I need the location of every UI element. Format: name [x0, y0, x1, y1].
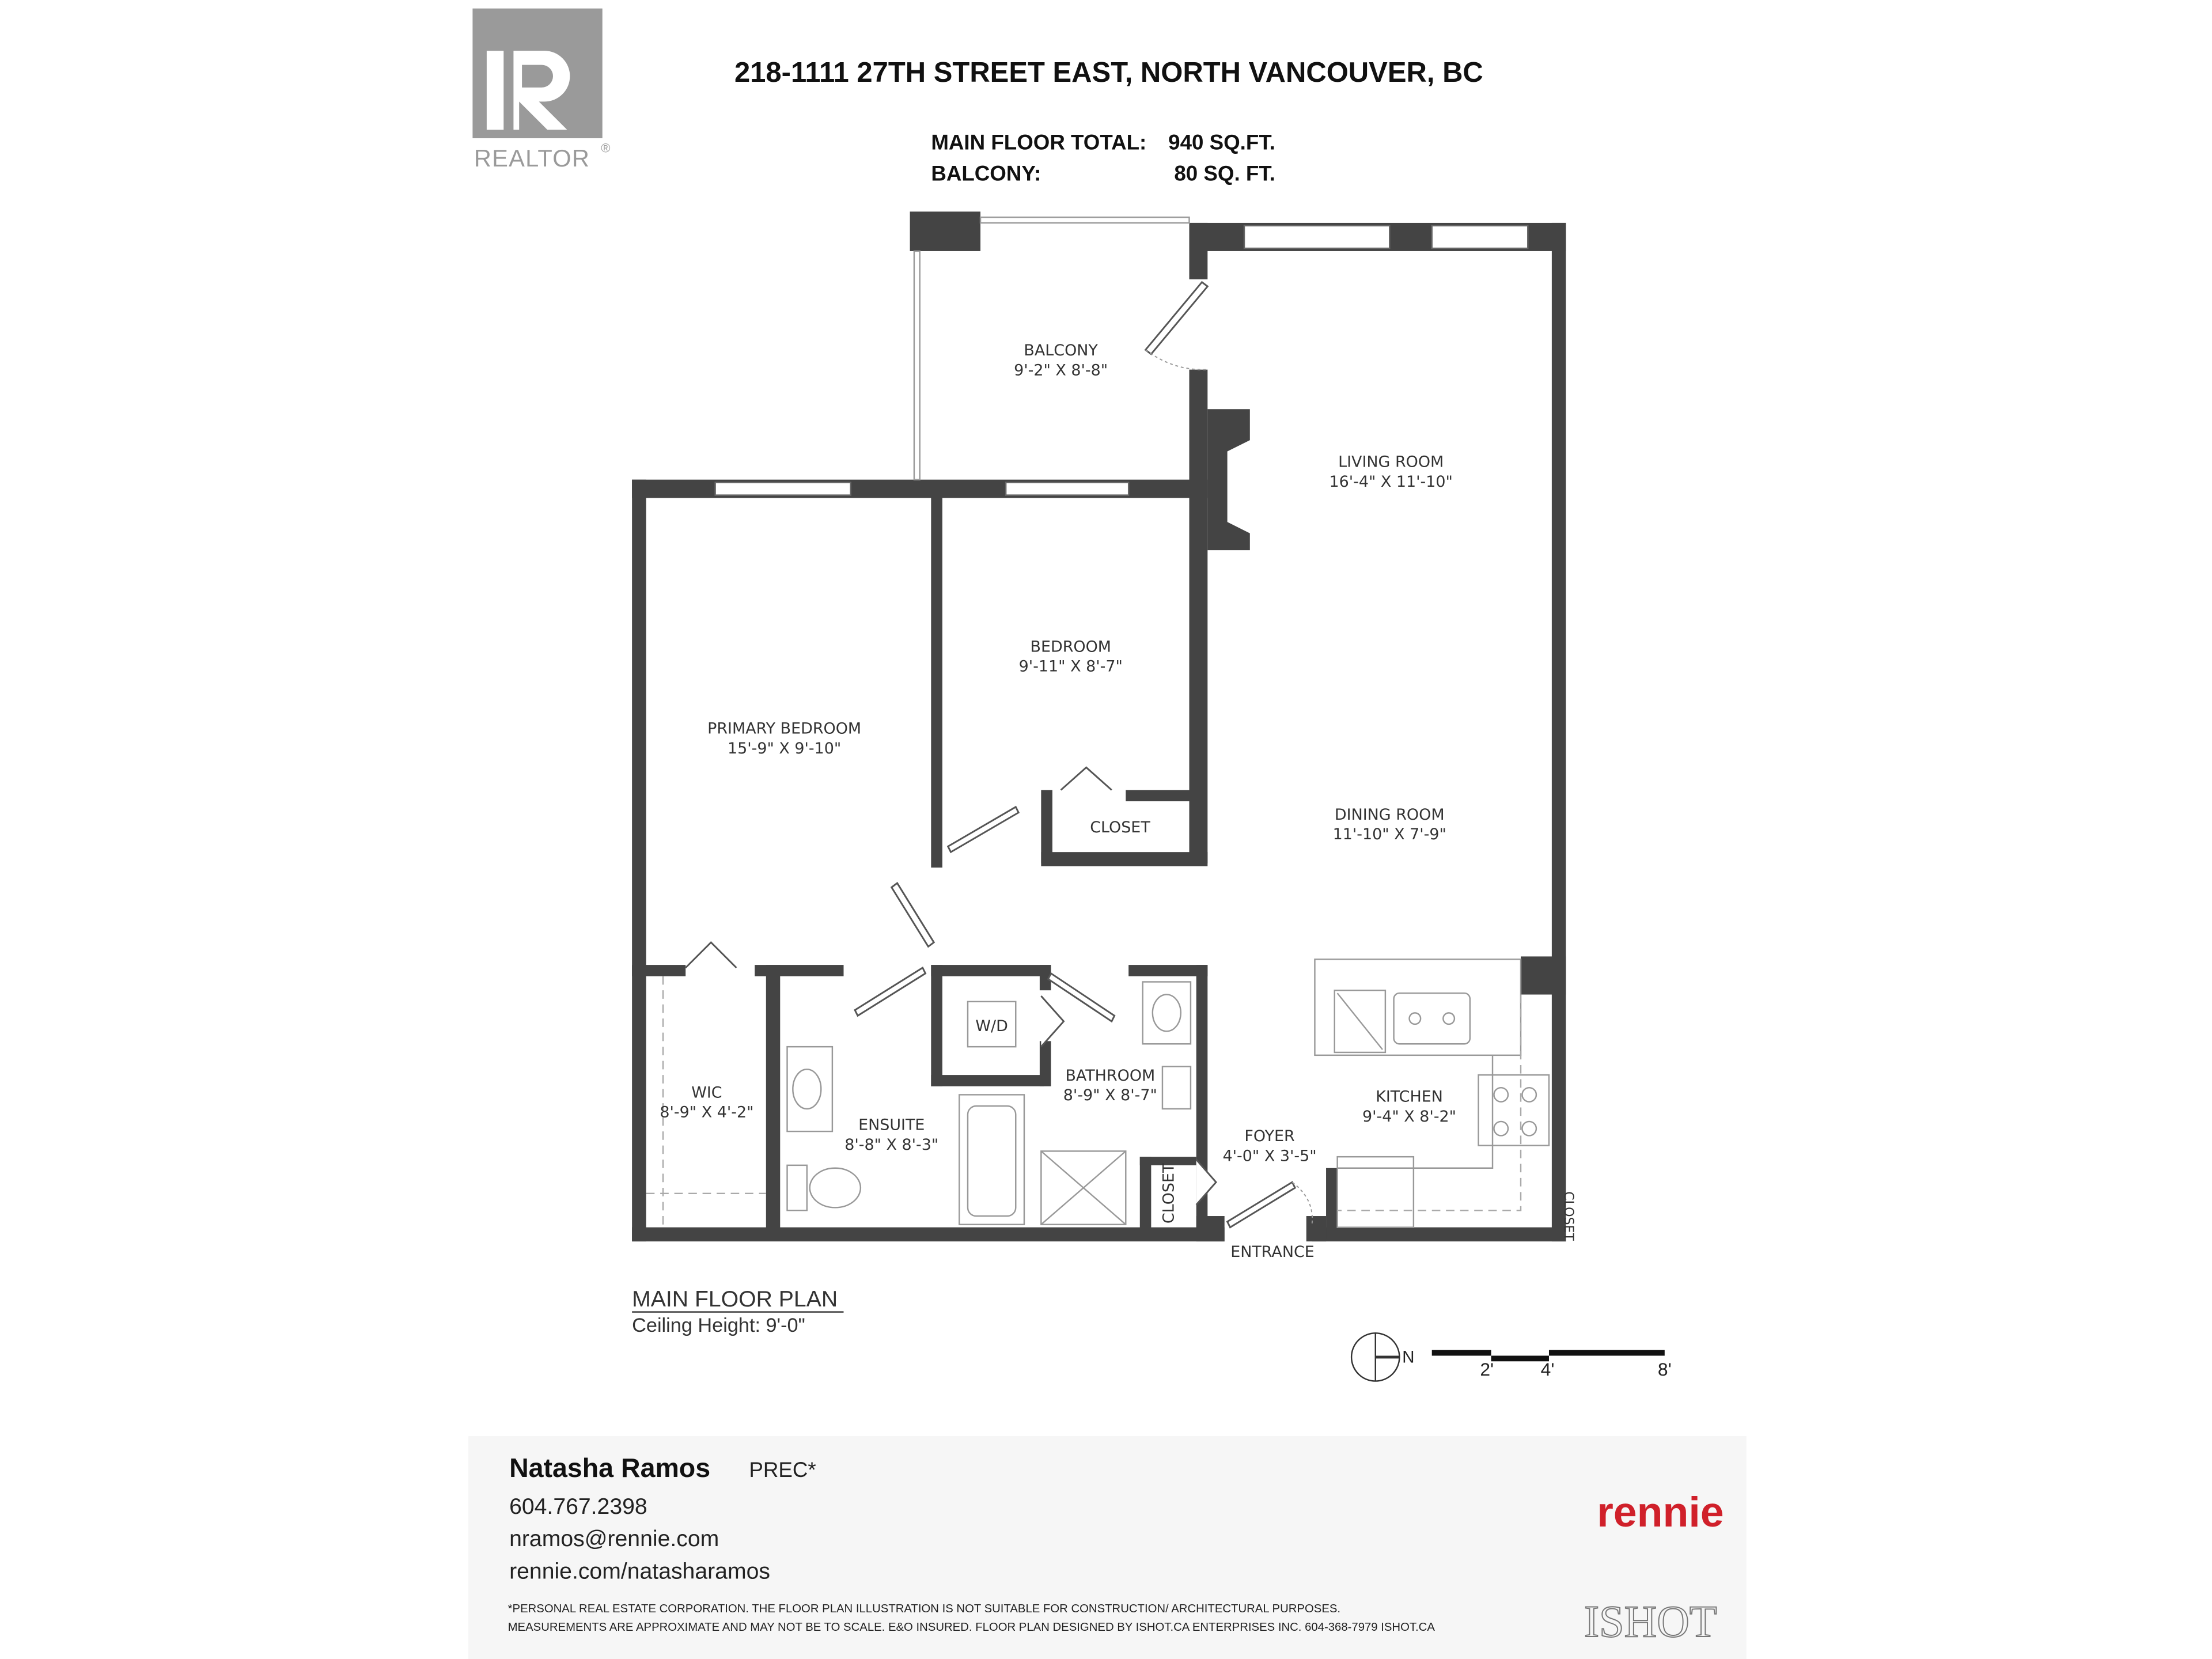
agent-name: Natasha Ramos — [509, 1453, 710, 1483]
agent-email[interactable]: nramos@rennie.com — [509, 1527, 719, 1551]
svg-text:11'-10" X 7'-9": 11'-10" X 7'-9" — [1333, 825, 1446, 843]
rennie-logo: rennie — [1597, 1488, 1724, 1536]
fixtures — [646, 959, 1550, 1228]
room-kitchen-closet: CLOSET — [1561, 1191, 1575, 1241]
svg-text:BEDROOM: BEDROOM — [1031, 638, 1112, 656]
room-bedroom: BEDROOM 9'-11" X 8'-7" — [1019, 638, 1123, 675]
ishot-logo: ISHOT — [1584, 1596, 1717, 1646]
svg-text:8': 8' — [1658, 1359, 1672, 1380]
svg-text:9'-4" X 8'-2": 9'-4" X 8'-2" — [1362, 1108, 1456, 1126]
svg-text:8'-8" X 8'-3": 8'-8" X 8'-3" — [844, 1136, 938, 1154]
balcony-area-label: BALCONY: — [931, 161, 1041, 185]
agent-website[interactable]: rennie.com/natasharamos — [509, 1559, 770, 1584]
room-wic: WIC 8'-9" X 4'-2" — [660, 1084, 753, 1121]
svg-text:4': 4' — [1541, 1359, 1555, 1380]
svg-text:WIC: WIC — [691, 1084, 722, 1101]
property-address: 218-1111 27TH STREET EAST, NORTH VANCOUV… — [734, 57, 1483, 88]
room-primary-bedroom: PRIMARY BEDROOM 15'-9" X 9'-10" — [707, 719, 861, 757]
balcony-area-value: 80 SQ. FT. — [1174, 161, 1275, 185]
room-foyer-closet: CLOSET — [1160, 1163, 1178, 1224]
realtor-logo: REALTOR ® — [472, 8, 610, 172]
doors — [685, 281, 1313, 1229]
svg-text:PRIMARY BEDROOM: PRIMARY BEDROOM — [707, 719, 861, 737]
svg-text:LIVING ROOM: LIVING ROOM — [1338, 453, 1444, 471]
room-dining: DINING ROOM 11'-10" X 7'-9" — [1333, 806, 1446, 843]
svg-text:N: N — [1402, 1348, 1414, 1367]
svg-text:KITCHEN: KITCHEN — [1376, 1088, 1443, 1106]
svg-text:8'-9" X 8'-7": 8'-9" X 8'-7" — [1063, 1086, 1157, 1104]
entrance-label: ENTRANCE — [1230, 1243, 1315, 1261]
svg-text:ENSUITE: ENSUITE — [858, 1116, 925, 1134]
room-bathroom: BATHROOM 8'-9" X 8'-7" — [1063, 1067, 1157, 1104]
agent-footer: Natasha Ramos PREC* 604.767.2398 nramos@… — [468, 1436, 1747, 1659]
room-balcony: BALCONY 9'-2" X 8'-8" — [1014, 342, 1108, 379]
svg-text:9'-2" X 8'-8": 9'-2" X 8'-8" — [1014, 361, 1108, 379]
svg-text:®: ® — [601, 141, 610, 155]
svg-text:16'-4" X 11'-10": 16'-4" X 11'-10" — [1329, 473, 1452, 491]
main-floor-label: MAIN FLOOR TOTAL: — [931, 131, 1146, 154]
room-living: LIVING ROOM 16'-4" X 11'-10" — [1329, 453, 1452, 491]
svg-text:BATHROOM: BATHROOM — [1065, 1067, 1155, 1085]
plan-title: MAIN FLOOR PLAN — [632, 1287, 838, 1312]
svg-text:BALCONY: BALCONY — [1024, 342, 1098, 359]
svg-text:4'-0" X 3'-5": 4'-0" X 3'-5" — [1223, 1147, 1317, 1165]
north-compass-icon: N — [1350, 1332, 1415, 1382]
agent-designation: PREC* — [749, 1458, 816, 1482]
room-bedroom-closet: CLOSET — [1090, 819, 1150, 836]
disclaimer-line-1: *PERSONAL REAL ESTATE CORPORATION. THE F… — [508, 1603, 1340, 1615]
svg-text:9'-11" X 8'-7": 9'-11" X 8'-7" — [1019, 658, 1123, 676]
agent-phone[interactable]: 604.767.2398 — [509, 1494, 647, 1519]
main-floor-value: 940 SQ.FT. — [1168, 131, 1275, 154]
scale-bar: 2' 4' 8' — [1431, 1350, 1672, 1380]
ceiling-height: Ceiling Height: 9'-0" — [632, 1315, 805, 1336]
svg-text:8'-9" X 4'-2": 8'-9" X 4'-2" — [660, 1104, 753, 1122]
room-foyer: FOYER 4'-0" X 3'-5" — [1223, 1127, 1317, 1165]
washer-dryer: W/D — [975, 1017, 1007, 1035]
realtor-logo-text: REALTOR — [474, 145, 590, 172]
room-kitchen: KITCHEN 9'-4" X 8'-2" — [1362, 1088, 1456, 1126]
svg-text:DINING ROOM: DINING ROOM — [1335, 806, 1445, 824]
disclaimer-line-2: MEASUREMENTS ARE APPROXIMATE AND MAY NOT… — [508, 1621, 1435, 1634]
windows — [714, 216, 1529, 496]
svg-text:2': 2' — [1480, 1359, 1494, 1380]
room-ensuite: ENSUITE 8'-8" X 8'-3" — [844, 1116, 938, 1154]
svg-text:FOYER: FOYER — [1244, 1127, 1294, 1145]
svg-text:15'-9" X 9'-10": 15'-9" X 9'-10" — [728, 740, 841, 757]
